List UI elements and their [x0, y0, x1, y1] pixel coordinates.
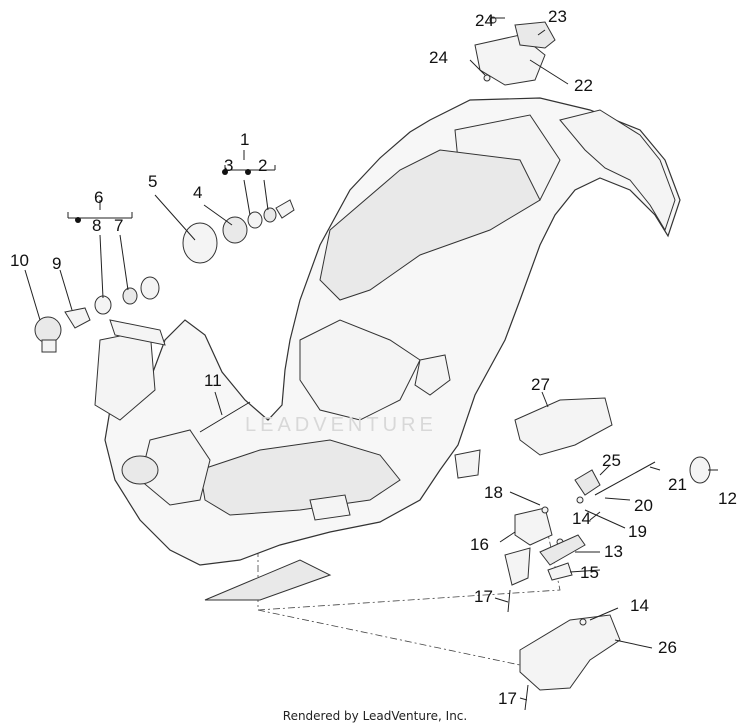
callout-19: 19	[628, 522, 647, 541]
callout-17: 17	[474, 587, 493, 606]
callout-25: 25	[602, 451, 621, 470]
callout-11: 11	[204, 371, 222, 390]
callout-24: 24	[429, 48, 448, 67]
footer-credit: Rendered by LeadVenture, Inc.	[282, 709, 468, 723]
callout-22: 22	[574, 76, 593, 95]
callout-24: 24	[475, 11, 494, 30]
callout-17: 17	[498, 689, 517, 708]
callout-1: 1	[240, 130, 250, 149]
watermark: LEADVENTURE	[245, 414, 437, 436]
callout-4: 4	[193, 183, 203, 202]
callout-5: 5	[148, 172, 158, 191]
callout-2: 2	[258, 156, 268, 175]
callout-10: 10	[10, 251, 29, 270]
rod-part	[199, 391, 251, 433]
callout-26: 26	[658, 638, 677, 657]
callout-15: 15	[580, 563, 599, 582]
ignition-parts	[24, 150, 295, 353]
callout-16: 16	[470, 535, 489, 554]
callout-20: 20	[634, 496, 653, 515]
callout-12: 12	[718, 489, 737, 508]
callout-3: 3	[224, 156, 234, 175]
callout-8: 8	[92, 216, 102, 235]
callout-13: 13	[604, 542, 623, 561]
main-frame	[94, 97, 681, 601]
callout-7: 7	[114, 216, 124, 235]
callout-9: 9	[52, 254, 62, 273]
callout-14: 14	[630, 596, 649, 615]
callout-14: 14	[572, 509, 591, 528]
callout-21: 21	[668, 475, 687, 494]
callout-23: 23	[548, 7, 567, 26]
right-side-parts	[494, 391, 718, 711]
callout-18: 18	[484, 483, 503, 502]
callout-27: 27	[531, 375, 550, 394]
callout-6: 6	[94, 188, 104, 207]
top-bracket-parts	[469, 16, 569, 86]
assembly-reference-lines	[257, 519, 561, 666]
